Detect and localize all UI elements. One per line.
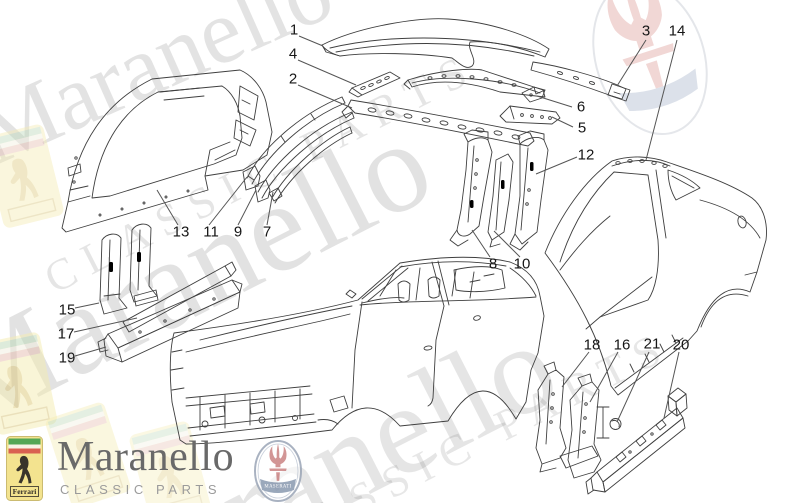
callout-19[interactable]: 19 xyxy=(58,349,76,367)
callout-8[interactable]: 8 xyxy=(488,255,498,273)
callout-5[interactable]: 5 xyxy=(577,119,587,137)
callout-6[interactable]: 6 xyxy=(576,98,586,116)
part-rail-4 xyxy=(348,71,401,98)
ferrari-shield-icon: Ferrari xyxy=(6,436,43,501)
callout-17[interactable]: 17 xyxy=(57,325,75,343)
part-pillar-strips-a xyxy=(242,96,355,204)
part-rail-3 xyxy=(530,61,631,102)
callout-10[interactable]: 10 xyxy=(513,255,531,273)
callout-20[interactable]: 20 xyxy=(672,336,690,354)
part-bracket-5 xyxy=(499,105,561,125)
callout-4[interactable]: 4 xyxy=(288,45,298,63)
callout-14[interactable]: 14 xyxy=(668,22,686,40)
maserati-badge: MASERATI xyxy=(252,438,304,503)
callout-1[interactable]: 1 xyxy=(289,21,299,39)
callout-9[interactable]: 9 xyxy=(233,223,243,241)
part-roof-panel xyxy=(321,18,550,68)
part-rail-2 xyxy=(341,99,535,147)
callout-18[interactable]: 18 xyxy=(583,336,601,354)
callout-21[interactable]: 21 xyxy=(643,335,661,353)
maserati-badge-label: MASERATI xyxy=(264,485,291,490)
maserati-trident-icon xyxy=(269,443,287,481)
callout-2[interactable]: 2 xyxy=(288,70,298,88)
part-grommet-21 xyxy=(596,406,622,439)
callout-7[interactable]: 7 xyxy=(262,223,272,241)
brand-tagline: CLASSIC PARTS xyxy=(60,482,222,497)
part-pillar-strips-b xyxy=(99,223,159,315)
part-side-frame-13 xyxy=(61,69,273,233)
callout-11[interactable]: 11 xyxy=(203,223,219,241)
part-header-rail xyxy=(403,68,546,98)
ferrari-badge-label: Ferrari xyxy=(13,487,37,496)
callout-12[interactable]: 12 xyxy=(577,146,595,164)
part-sill-20 xyxy=(585,387,688,495)
callout-16[interactable]: 16 xyxy=(613,336,631,354)
part-pillar-strips-d xyxy=(535,361,602,479)
brand-logo[interactable]: Ferrari Maranello CLASSIC PARTS xyxy=(6,436,234,501)
part-side-panel-14 xyxy=(544,156,767,396)
car-body-drawing xyxy=(169,256,545,445)
part-bracket-6 xyxy=(521,86,546,103)
callout-15[interactable]: 15 xyxy=(58,301,76,319)
callout-3[interactable]: 3 xyxy=(641,22,651,40)
brand-name: Maranello xyxy=(57,434,235,480)
callout-13[interactable]: 13 xyxy=(172,223,190,241)
part-pillar-strips-c xyxy=(449,129,549,251)
